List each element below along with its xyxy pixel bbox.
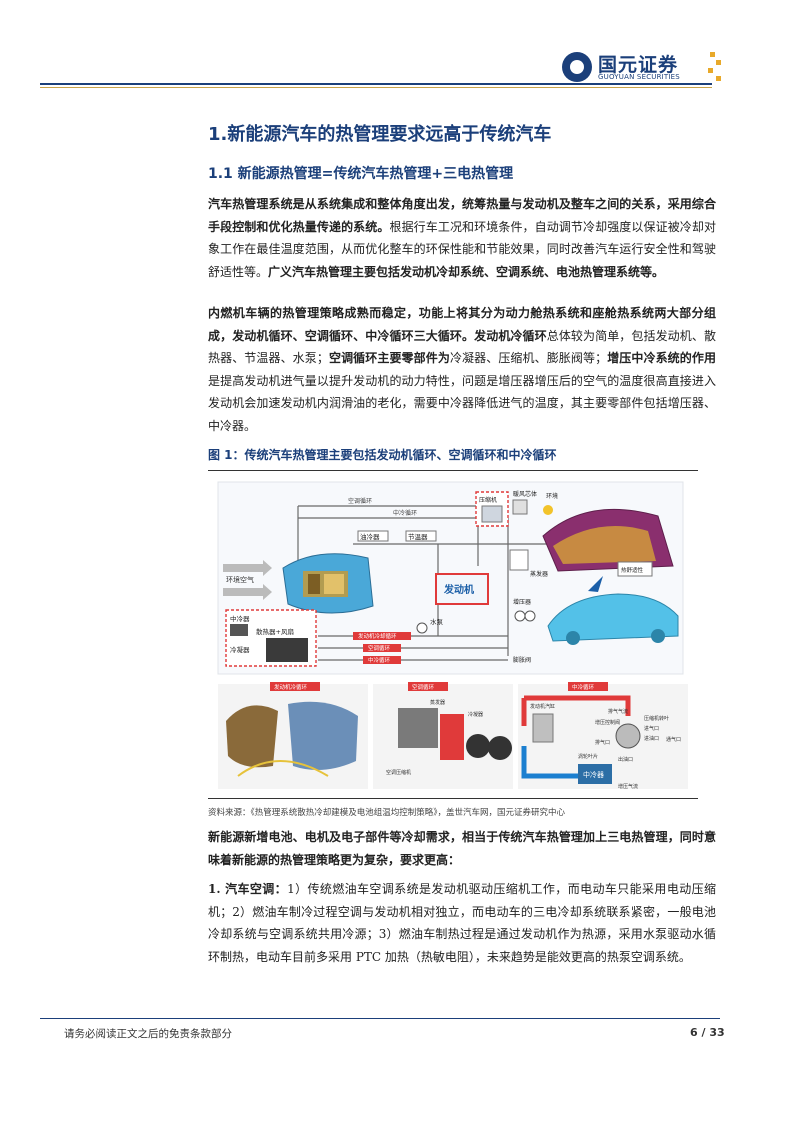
panel3-exhaust: 排气气流 xyxy=(608,708,628,715)
logo-mark-icon xyxy=(562,52,592,82)
para2-bold-4: 增压中冷系统的作用 xyxy=(607,351,716,365)
subsection-title: 1.1 新能源热管理=传统汽车热管理+三电热管理 xyxy=(208,166,514,182)
panel3-outlet: 排气口 xyxy=(595,739,610,746)
paragraph-3: 新能源新增电池、电机及电子部件等冷却需求，相当于传统汽车热管理加上三电热管理，同… xyxy=(208,826,716,871)
para4-text-1: 1）传统燃油车空调系统是发动机驱动压缩机工作，而电动车只能采用电动压缩机；2）燃… xyxy=(208,882,716,964)
label-condenser: 冷凝器 xyxy=(230,645,250,654)
para2-text-1: 总体较为简单，包括发动机、散热器、节温器、水泵； xyxy=(208,328,716,366)
page-number: 6 / 33 xyxy=(690,1026,725,1039)
tag-ac-loop: 空调循环 xyxy=(368,644,391,652)
panel2-tag: 空调循环 xyxy=(412,683,435,691)
label-water-pump: 水泵 xyxy=(430,617,444,626)
label-thermal-comfort: 热舒适性 xyxy=(621,566,644,574)
label-oil-cooler: 油冷器 xyxy=(360,532,380,541)
panel3-inlet2: 进油口 xyxy=(644,735,659,742)
para2-text-2: 冷凝器、压缩机、膨胀阀等； xyxy=(449,351,608,365)
para2-bold-3: 空调循环主要零部件为 xyxy=(328,351,450,365)
para2-text-3: 是提高发动机进气量以提升发动机的动力特性，问题是增压器增压后的空气的温度很高直接… xyxy=(208,373,716,433)
figure-rule-top xyxy=(208,470,698,471)
para1-text-1: 根据行车工况和环境条件，自动调节冷却强度以保证被冷却对象工作在最佳温度范围，从而… xyxy=(208,219,716,279)
panel3-turbo: 压缩机转叶 xyxy=(644,715,669,722)
label-heater-core: 暖风芯体 xyxy=(513,490,537,498)
figure-source: 资料来源：《热管理系统散热冷却建模及电池组温均控制策略》，盖世汽车网，国元证券研… xyxy=(208,808,566,818)
panel3-blade: 涡轮叶片 xyxy=(578,753,598,760)
label-radiator-fan: 散热器+风扇 xyxy=(256,627,294,636)
para2-bold-1: 内燃机车辆的热管理策略成熟而稳定，功能上将其分为动力舱热系统和座舱热系统两大部分… xyxy=(208,306,716,343)
header-rule-accent xyxy=(40,87,712,88)
label-engine: 发动机 xyxy=(443,583,474,596)
logo-text-cn: 国元证券 xyxy=(598,54,679,76)
label-ac-loop: 空调循环 xyxy=(348,497,372,505)
panel2-compressor: 空调压缩机 xyxy=(386,769,411,776)
panel2-evap: 蒸发器 xyxy=(430,699,445,706)
para1-bold-2: 广义汽车热管理主要包括发动机冷却系统、空调系统、电池热管理系统等。 xyxy=(268,264,665,279)
paragraph-1: 汽车热管理系统是从系统集成和整体角度出发，统筹热量与发动机及整车之间的关系，采用… xyxy=(208,193,716,283)
section-title: 1.新能源汽车的热管理要求远高于传统汽车 xyxy=(208,124,552,145)
tag-engine-loop: 发动机冷却循环 xyxy=(358,632,397,640)
label-evaporator: 蒸发器 xyxy=(530,570,548,578)
para1-bold-1: 汽车热管理系统是从系统集成和整体角度出发，统筹热量与发动机及整车之间的关系，采用… xyxy=(208,197,716,234)
panel3-cylinder: 发动机汽缸 xyxy=(530,703,555,710)
logo-square-icon xyxy=(716,60,721,65)
panel1-tag: 发动机冷循环 xyxy=(274,683,308,691)
logo-square-icon xyxy=(708,68,713,73)
paragraph-2: 内燃机车辆的热管理策略成熟而稳定，功能上将其分为动力舱热系统和座舱热系统两大部分… xyxy=(208,302,716,437)
panel3-wastegate: 增压控制阀 xyxy=(595,719,620,726)
logo-square-icon xyxy=(710,52,715,57)
logo-text-en: GUOYUAN SECURITIES xyxy=(598,73,680,81)
panel3-ic: 中冷器 xyxy=(583,770,604,779)
label-intercooler: 中冷器 xyxy=(230,614,250,623)
thermal-system-diagram: 空调循环 中冷循环 油冷器 节温器 环境空气 发动机 中冷器 散热器+风扇 冷凝… xyxy=(208,476,698,796)
panel2-cond: 冷凝器 xyxy=(468,711,483,718)
panel3-outlet2: 出油口 xyxy=(618,756,633,763)
company-logo: 国元证券 GUOYUAN SECURITIES xyxy=(562,50,722,86)
para2-bold-2: 发动机冷循环 xyxy=(474,328,547,343)
panel3-intake: 增压气流 xyxy=(618,783,638,790)
figure-rule-bottom xyxy=(208,798,698,799)
logo-square-icon xyxy=(716,76,721,81)
figure-title: 图 1：传统汽车热管理主要包括发动机循环、空调循环和中冷循环 xyxy=(208,448,557,462)
label-environment: 环境 xyxy=(546,492,558,500)
para4-bold-1: 1. 汽车空调： xyxy=(208,882,288,896)
footer-disclaimer: 请务必阅读正文之后的免责条款部分 xyxy=(64,1028,232,1040)
label-thermostat: 节温器 xyxy=(408,532,428,541)
label-compressor: 压缩机 xyxy=(479,496,497,504)
footer-rule xyxy=(40,1018,720,1019)
header-rule xyxy=(40,83,712,85)
label-ambient-air: 环境空气 xyxy=(226,575,254,584)
panel3-inlet: 进气口 xyxy=(644,725,659,732)
label-intercool-loop: 中冷循环 xyxy=(393,509,417,517)
para3-bold-1: 新能源新增电池、电机及电子部件等冷却需求，相当于传统汽车热管理加上三电热管理，同… xyxy=(208,830,716,867)
paragraph-4: 1. 汽车空调：1）传统燃油车空调系统是发动机驱动压缩机工作，而电动车只能采用电… xyxy=(208,878,716,968)
panel3-tag: 中冷循环 xyxy=(572,683,595,691)
label-expansion-valve: 膨胀阀 xyxy=(513,656,531,664)
panel3-air: 通气口 xyxy=(666,736,681,743)
tag-ic-loop: 中冷循环 xyxy=(368,656,391,664)
label-supercharger: 增压器 xyxy=(513,598,531,606)
